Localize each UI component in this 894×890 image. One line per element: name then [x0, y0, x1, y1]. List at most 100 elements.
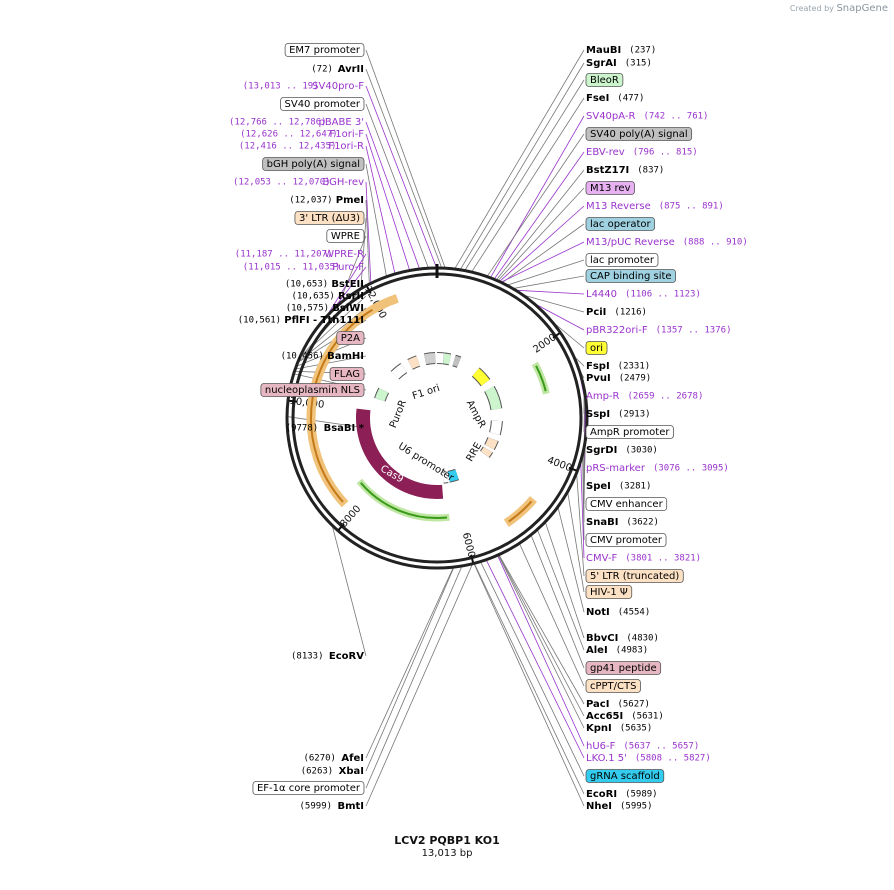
primer-label[interactable]: hU6-F(5637 .. 5657): [586, 741, 699, 752]
enzyme-label[interactable]: BbvCI(4830): [586, 633, 659, 644]
enzyme-label[interactable]: FspI(2331): [586, 361, 650, 372]
enzyme-label[interactable]: PacI(5627): [586, 699, 650, 710]
feature-label[interactable]: CMV promoter: [585, 533, 667, 547]
primer-label[interactable]: pRS-marker(3076 .. 3095): [586, 463, 729, 474]
primer-label[interactable]: pBABE 3'(12,766 .. 12,786): [229, 117, 364, 128]
label-name: M13 Reverse: [586, 201, 651, 212]
enzyme-label[interactable]: PvuI(2479): [586, 373, 651, 384]
enzyme-label[interactable]: KpnI(5635): [586, 723, 652, 734]
label-name: HIV-1 Ψ: [590, 587, 628, 598]
feature-label[interactable]: SV40 promoter: [280, 97, 365, 111]
primer-label[interactable]: SV40pro-F(13,013 .. 19): [243, 81, 364, 92]
primer-label[interactable]: LKO.1 5'(5808 .. 5827): [586, 753, 711, 764]
enzyme-label[interactable]: PflFI - Tth111I(10,561): [238, 315, 364, 326]
label-name: SgrDI: [586, 445, 617, 456]
primer-label[interactable]: Puro-F(11,015 .. 11,035): [243, 262, 364, 273]
primer-label[interactable]: BGH-rev(12,053 .. 12,070): [233, 177, 364, 188]
label-name: gp41 peptide: [590, 663, 657, 674]
feature-label[interactable]: EF-1α core promoter: [252, 781, 365, 795]
enzyme-label[interactable]: PmeI(12,037): [289, 195, 364, 206]
feature-label[interactable]: 5' LTR (truncated): [585, 569, 684, 583]
enzyme-label[interactable]: EcoRI(5989): [586, 789, 658, 800]
enzyme-label[interactable]: BsaBI *(9778): [286, 423, 365, 434]
leader-lines: [287, 49, 587, 807]
label-name: Puro-F: [332, 262, 364, 273]
primer-label[interactable]: CMV-F(3801 .. 3821): [586, 553, 701, 564]
enzyme-label[interactable]: AfeI(6270): [303, 753, 364, 764]
feature-label[interactable]: FLAG: [329, 367, 365, 381]
label-position: (11,187 .. 11,207): [235, 250, 333, 260]
primer-label[interactable]: F1ori-R(12,416 .. 12,435): [239, 141, 364, 152]
enzyme-label[interactable]: SnaBI(3622): [586, 517, 659, 528]
enzyme-label[interactable]: FseI(477): [586, 93, 644, 104]
enzyme-label[interactable]: SpeI(3281): [586, 481, 651, 492]
feature-label[interactable]: SV40 poly(A) signal: [585, 127, 693, 141]
enzyme-label[interactable]: EcoRV(8133): [291, 651, 364, 662]
enzyme-label[interactable]: AleI(4983): [586, 645, 648, 656]
feature-label[interactable]: gRNA scaffold: [585, 769, 665, 783]
primer-label[interactable]: EBV-rev(796 .. 815): [586, 147, 698, 158]
enzyme-label[interactable]: SgrDI(3030): [586, 445, 658, 456]
feature-label[interactable]: ori: [585, 341, 608, 355]
leader-line: [497, 553, 585, 729]
feature-label[interactable]: gp41 peptide: [585, 661, 662, 675]
label-name: L4440: [586, 289, 617, 300]
leader-line: [287, 416, 367, 429]
enzyme-label[interactable]: Acc65I(5631): [586, 711, 664, 722]
leader-line: [513, 289, 585, 295]
feature-label[interactable]: M13 rev: [585, 181, 635, 195]
enzyme-label[interactable]: RsrII(10,635): [291, 291, 364, 302]
bp-tick-label: 2000: [531, 332, 558, 356]
enzyme-label[interactable]: NotI(4554): [586, 607, 650, 618]
label-position: (12,053 .. 12,070): [233, 178, 331, 188]
feature-label[interactable]: P2A: [336, 331, 365, 345]
feature-label[interactable]: cPPT/CTS: [585, 679, 641, 693]
logo-brand: SnapGene: [836, 3, 888, 14]
label-name: BleoR: [590, 75, 619, 86]
feature-label[interactable]: CAP binding site: [585, 269, 676, 283]
label-name: cPPT/CTS: [590, 681, 636, 692]
enzyme-label[interactable]: BmtI(5999): [300, 801, 364, 812]
feature-label[interactable]: 3' LTR (ΔU3): [294, 211, 365, 225]
primer-label[interactable]: F1ori-F(12,626 .. 12,647): [240, 129, 364, 140]
primer-label[interactable]: L4440(1106 .. 1123): [586, 289, 701, 300]
label-name: BsiWI: [332, 303, 364, 314]
feature-label[interactable]: HIV-1 Ψ: [585, 585, 633, 599]
label-position: (3281): [619, 482, 652, 492]
bp-tick-mark: [288, 399, 298, 403]
feature-label[interactable]: lac promoter: [585, 253, 659, 267]
enzyme-label[interactable]: XbaI(6263): [301, 766, 364, 777]
enzyme-label[interactable]: SgrAI(315): [586, 58, 652, 69]
label-name: FLAG: [334, 369, 360, 380]
enzyme-label[interactable]: AvrII(72): [311, 64, 364, 75]
feature-label-box: [585, 585, 633, 599]
label-position: (5989): [625, 790, 658, 800]
primer-label[interactable]: M13/pUC Reverse(888 .. 910): [586, 237, 748, 248]
label-position: (12,626 .. 12,647): [240, 130, 338, 140]
leader-line: [498, 553, 585, 705]
primer-label[interactable]: pBR322ori-F(1357 .. 1376): [586, 325, 731, 336]
enzyme-label[interactable]: SspI(2913): [586, 409, 651, 420]
enzyme-label[interactable]: BstZ17I(837): [586, 165, 664, 176]
leader-line: [365, 565, 455, 772]
enzyme-label[interactable]: MauBI(237): [586, 45, 656, 56]
feature-label-box: [585, 679, 641, 693]
primer-label[interactable]: WPRE-R(11,187 .. 11,207): [235, 249, 364, 260]
feature-label[interactable]: lac operator: [585, 217, 655, 231]
enzyme-label[interactable]: BsiWI(10,575): [286, 303, 364, 314]
feature-label[interactable]: bGH poly(A) signal: [262, 157, 365, 171]
label-name: CMV-F: [586, 553, 617, 564]
feature-label[interactable]: nucleoplasmin NLS: [260, 383, 365, 397]
primer-label[interactable]: Amp-R(2659 .. 2678): [586, 391, 703, 402]
enzyme-label[interactable]: BstEII(10,653): [285, 279, 364, 290]
enzyme-label[interactable]: PciI(1216): [586, 307, 647, 318]
feature-label[interactable]: BleoR: [585, 73, 624, 87]
feature-label[interactable]: CMV enhancer: [585, 497, 668, 511]
primer-label[interactable]: M13 Reverse(875 .. 891): [586, 201, 724, 212]
feature-label[interactable]: WPRE: [326, 229, 365, 243]
feature-label[interactable]: AmpR promoter: [585, 425, 674, 439]
feature-label[interactable]: EM7 promoter: [284, 43, 365, 57]
enzyme-label[interactable]: BamHI(10,456): [281, 351, 364, 362]
primer-label[interactable]: SV40pA-R(742 .. 761): [586, 111, 708, 122]
enzyme-label[interactable]: NheI(5995): [586, 801, 653, 812]
